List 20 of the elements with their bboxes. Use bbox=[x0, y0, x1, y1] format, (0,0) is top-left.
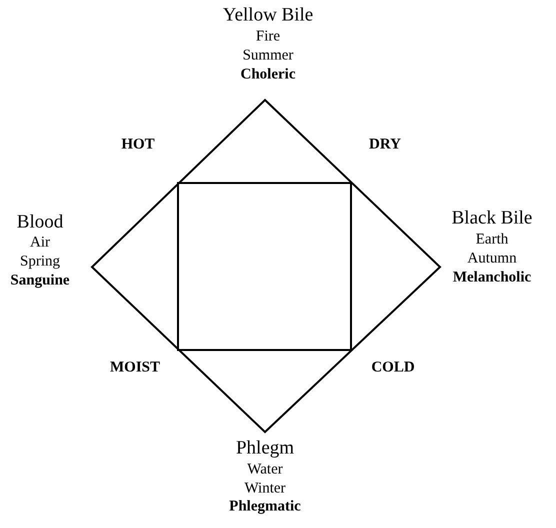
humor-name: Yellow Bile bbox=[222, 6, 314, 24]
element-name: Fire bbox=[256, 30, 280, 44]
season-name: Spring bbox=[20, 254, 60, 270]
quality-label: MOIST bbox=[110, 360, 160, 376]
element-name: Earth bbox=[476, 232, 508, 248]
season-name: Summer bbox=[242, 48, 294, 64]
season-name: Autumn bbox=[467, 252, 517, 266]
humor-name: Blood bbox=[16, 212, 64, 232]
humor-name: Black Bile bbox=[452, 208, 532, 228]
quality-label: COLD bbox=[371, 360, 415, 376]
element-name: Water bbox=[247, 462, 283, 478]
temperament-name: Sanguine bbox=[10, 274, 70, 288]
temperament-name: Phlegmatic bbox=[229, 500, 301, 514]
quality-label: DRY bbox=[369, 138, 401, 152]
element-name: Air bbox=[30, 236, 50, 250]
humor-name: Phlegm bbox=[236, 438, 294, 458]
season-name: Winter bbox=[244, 482, 286, 496]
quality-label: HOT bbox=[121, 138, 155, 152]
temperament-name: Choleric bbox=[240, 68, 296, 82]
temperament-name: Melancholic bbox=[452, 270, 532, 286]
